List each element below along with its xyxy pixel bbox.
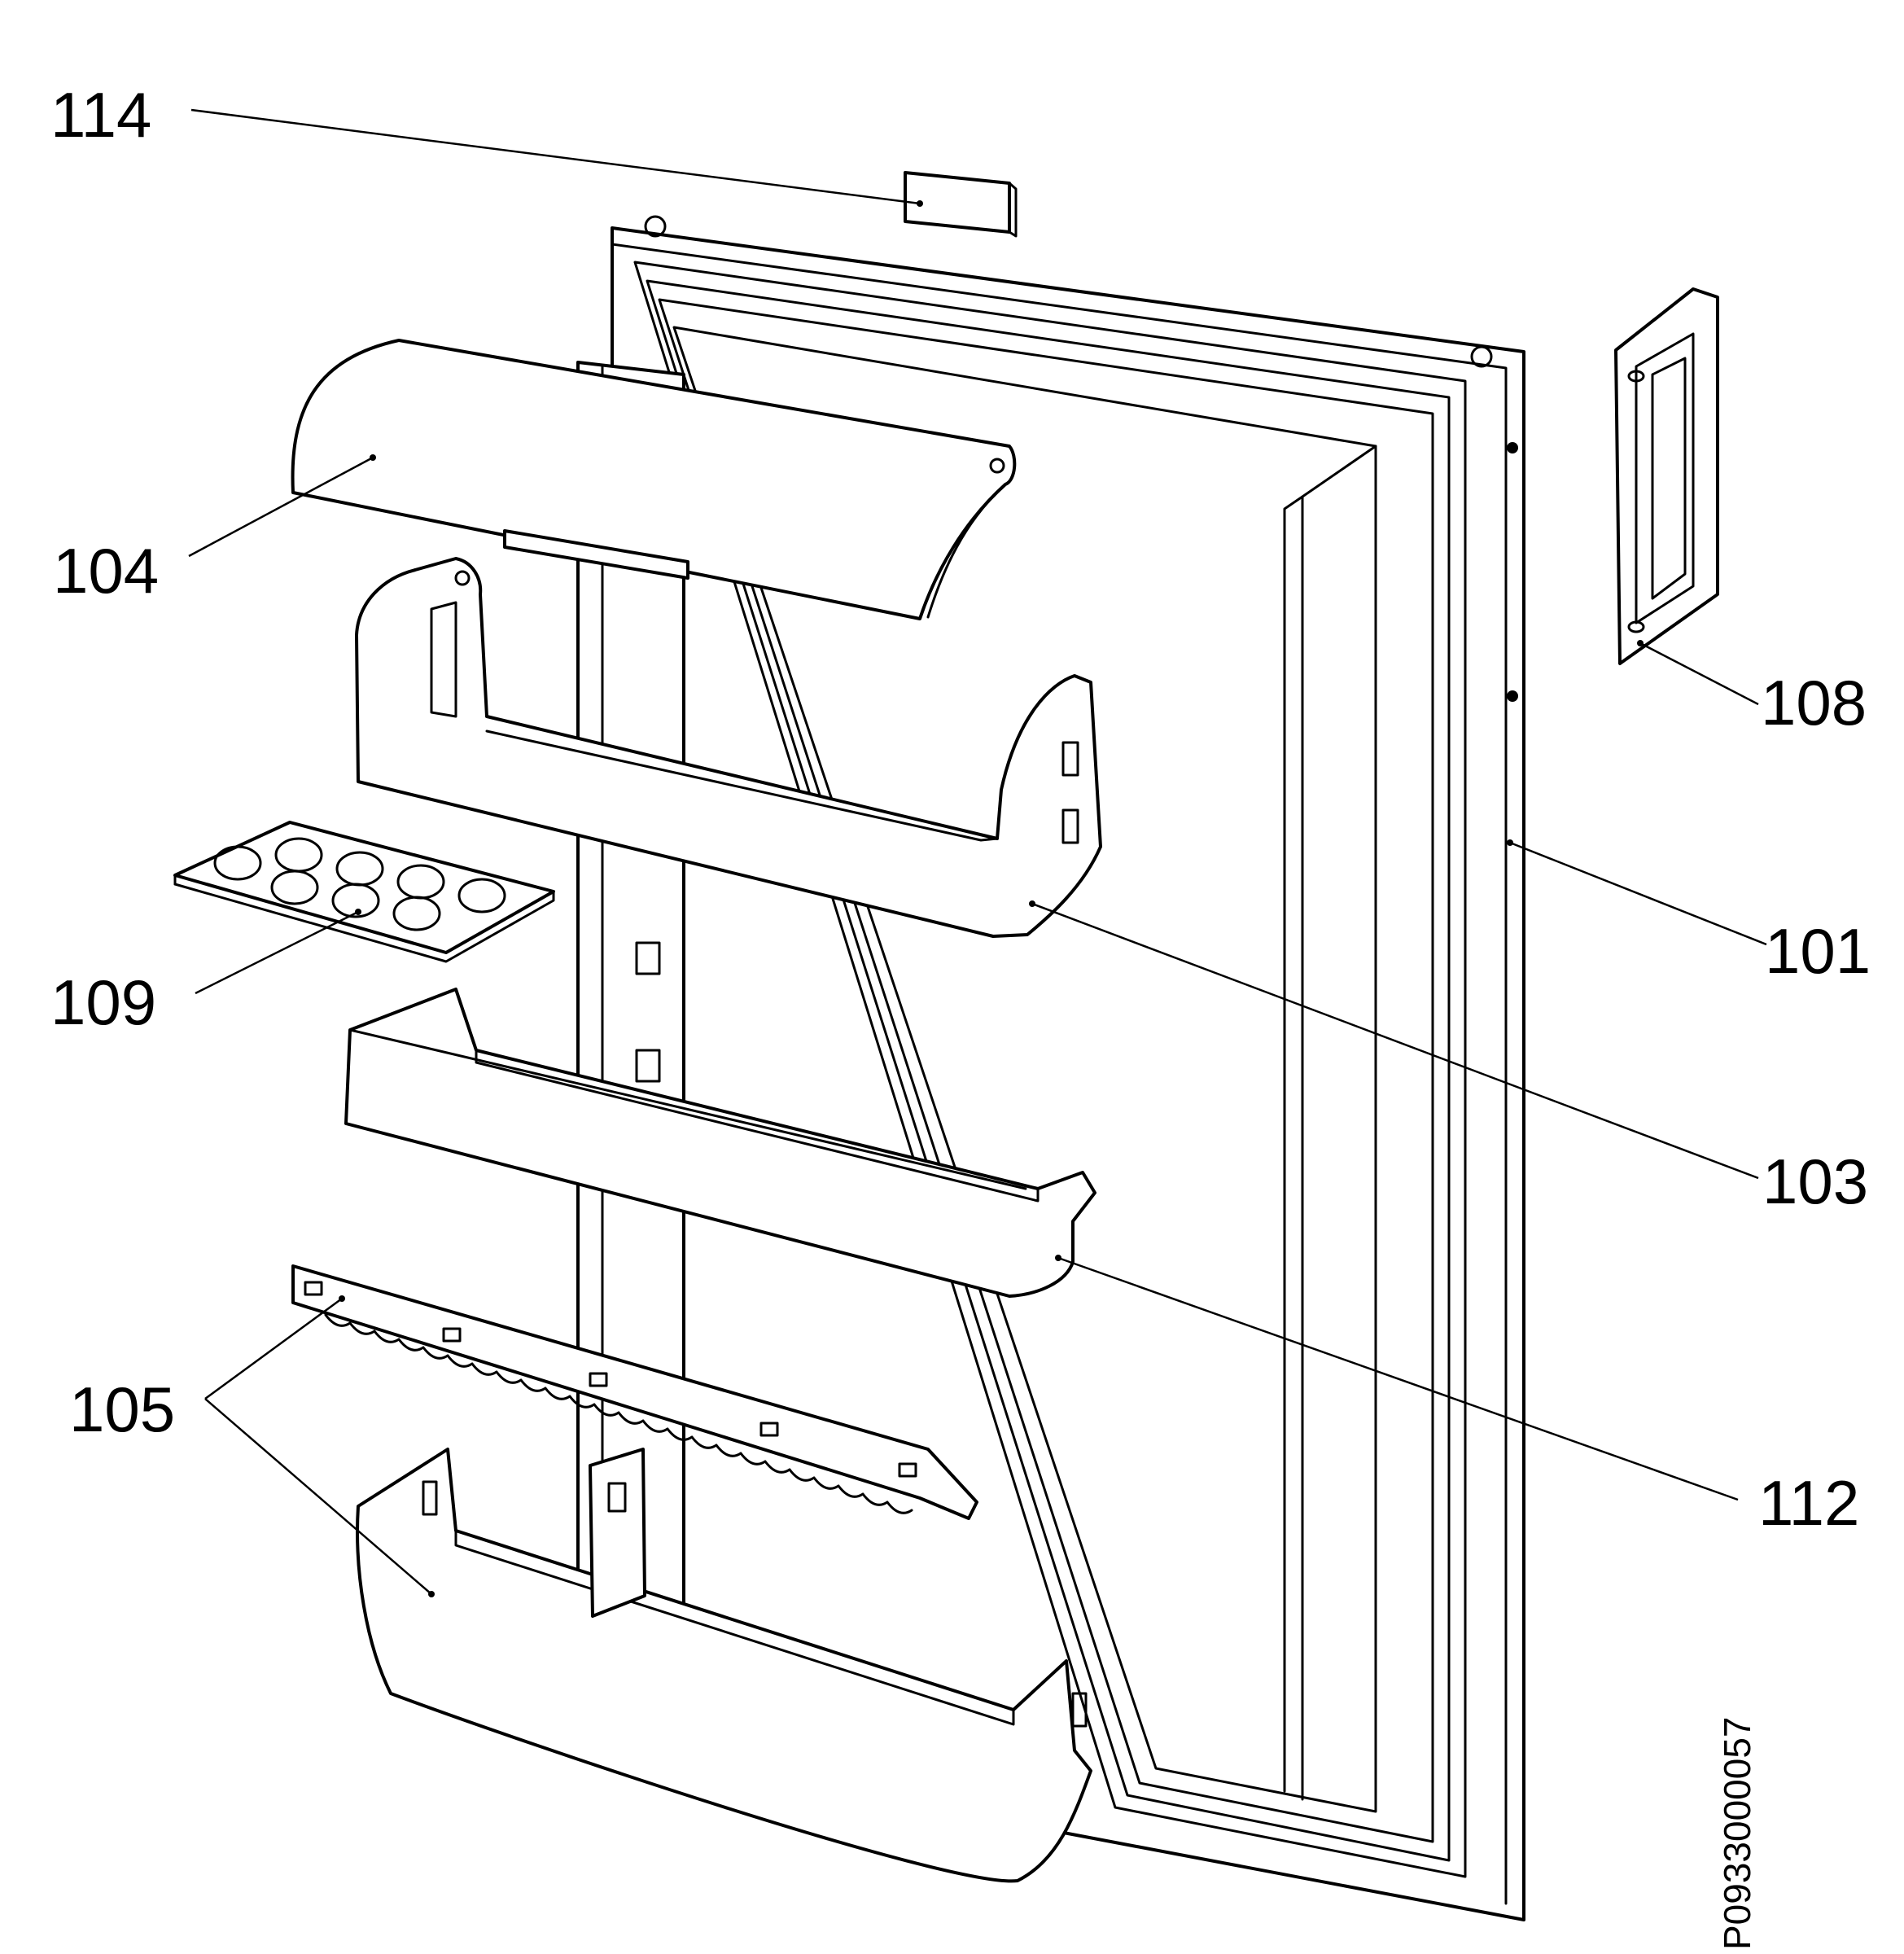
callout-103: 103 — [1762, 1146, 1868, 1217]
callout-105: 105 — [69, 1373, 175, 1445]
leader-lines — [188, 108, 1767, 1597]
callout-109: 109 — [50, 966, 156, 1038]
door-frame-101 — [611, 215, 1525, 1921]
drawing-code: P0933000057 — [1716, 1716, 1758, 1950]
bottle-retainer-105 — [291, 1264, 978, 1520]
hinge-bracket-108 — [1614, 287, 1719, 665]
callout-101: 101 — [1765, 915, 1871, 987]
callout-104: 104 — [53, 535, 159, 607]
bottom-balcony-105 — [356, 1448, 1092, 1883]
cover-cap-114 — [904, 171, 1018, 238]
callout-112: 112 — [1758, 1467, 1859, 1539]
callout-108: 108 — [1761, 667, 1867, 738]
door-balcony-103 — [355, 557, 1102, 938]
door-balcony-112 — [344, 988, 1096, 1298]
egg-tray-109 — [173, 821, 555, 963]
dairy-flap-104 — [291, 339, 1017, 620]
callout-114: 114 — [50, 79, 151, 151]
